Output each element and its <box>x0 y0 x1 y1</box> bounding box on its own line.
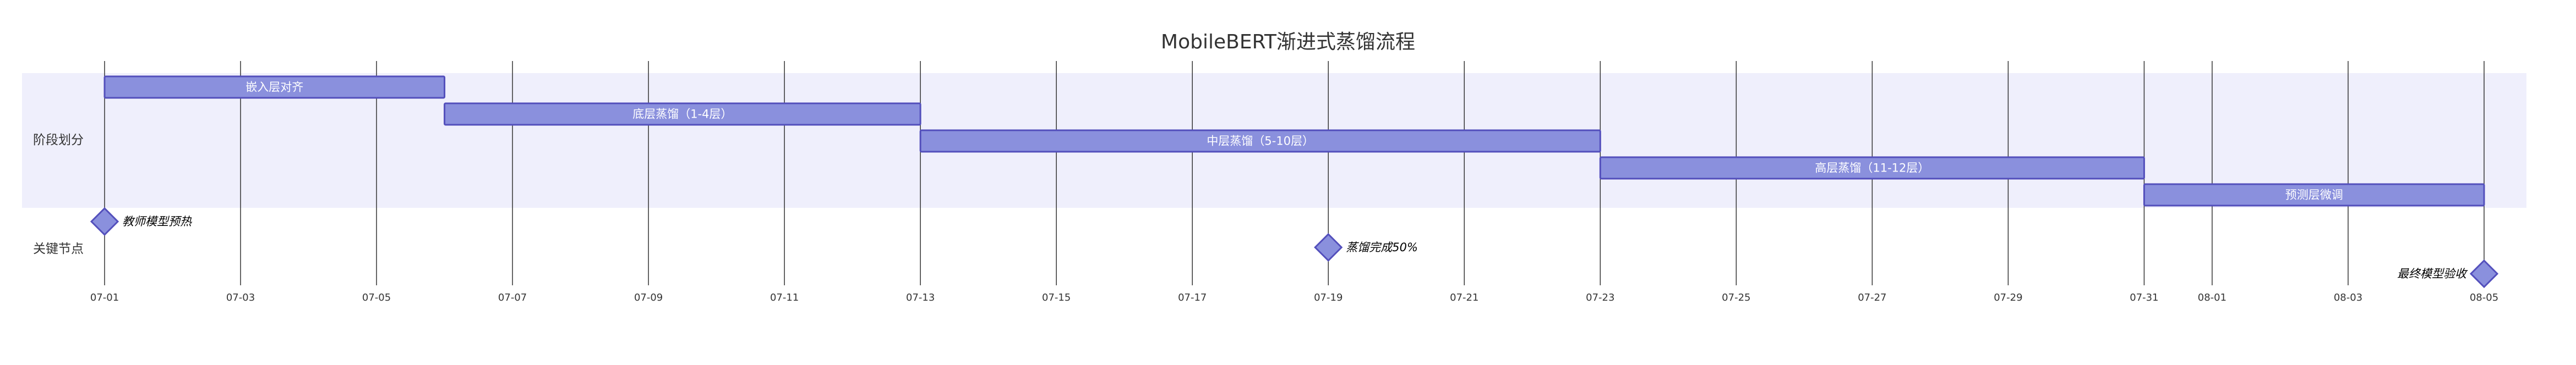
x-tick-label: 08-05 <box>2470 292 2498 303</box>
x-tick-label: 07-23 <box>1586 292 1614 303</box>
x-axis-ticks: 07-01 07-03 07-05 07-07 07-09 07-11 07-13 07-15… <box>90 292 2498 303</box>
milestone-label: 最终模型验收 <box>2397 267 2468 280</box>
milestone-marker <box>90 207 119 236</box>
x-tick-label: 07-21 <box>1450 292 1478 303</box>
x-tick-label: 07-25 <box>1722 292 1750 303</box>
x-tick-label: 07-13 <box>906 292 935 303</box>
task-label: 高层蒸馏（11-12层） <box>1815 162 1929 175</box>
milestone-label: 蒸馏完成50% <box>1346 241 1418 254</box>
task-label: 嵌入层对齐 <box>245 81 303 94</box>
x-tick-label: 07-11 <box>770 292 799 303</box>
x-tick-label: 07-29 <box>1994 292 2022 303</box>
x-tick-label: 07-05 <box>362 292 391 303</box>
milestone-marker <box>1314 233 1343 262</box>
milestone-marker <box>2469 259 2499 289</box>
x-tick-label: 07-19 <box>1314 292 1342 303</box>
milestone-label: 教师模型预热 <box>122 215 193 228</box>
x-tick-label: 08-01 <box>2198 292 2226 303</box>
section-label: 关键节点 <box>33 242 84 256</box>
x-tick-label: 07-03 <box>226 292 255 303</box>
x-tick-label: 08-03 <box>2334 292 2362 303</box>
x-tick-label: 07-31 <box>2130 292 2158 303</box>
chart-title: MobileBERT渐进式蒸馏流程 <box>1161 31 1415 53</box>
task-label: 预测层微调 <box>2285 189 2343 202</box>
task-bar <box>919 129 1601 153</box>
x-tick-label: 07-09 <box>634 292 663 303</box>
x-tick-label: 07-15 <box>1042 292 1071 303</box>
task-bar <box>103 75 446 99</box>
task-bar <box>2143 183 2485 207</box>
x-tick-label: 07-07 <box>498 292 527 303</box>
section-band <box>22 208 2526 285</box>
task-bar <box>444 102 921 126</box>
x-tick-label: 07-01 <box>90 292 119 303</box>
section-label: 阶段划分 <box>33 133 84 147</box>
section-bands <box>22 73 2526 285</box>
task-bar <box>1599 156 2145 180</box>
x-tick-label: 07-17 <box>1178 292 1207 303</box>
task-label: 底层蒸馏（1-4层） <box>632 108 732 121</box>
task-label: 中层蒸馏（5-10层） <box>1207 135 1314 148</box>
x-tick-label: 07-27 <box>1858 292 1886 303</box>
